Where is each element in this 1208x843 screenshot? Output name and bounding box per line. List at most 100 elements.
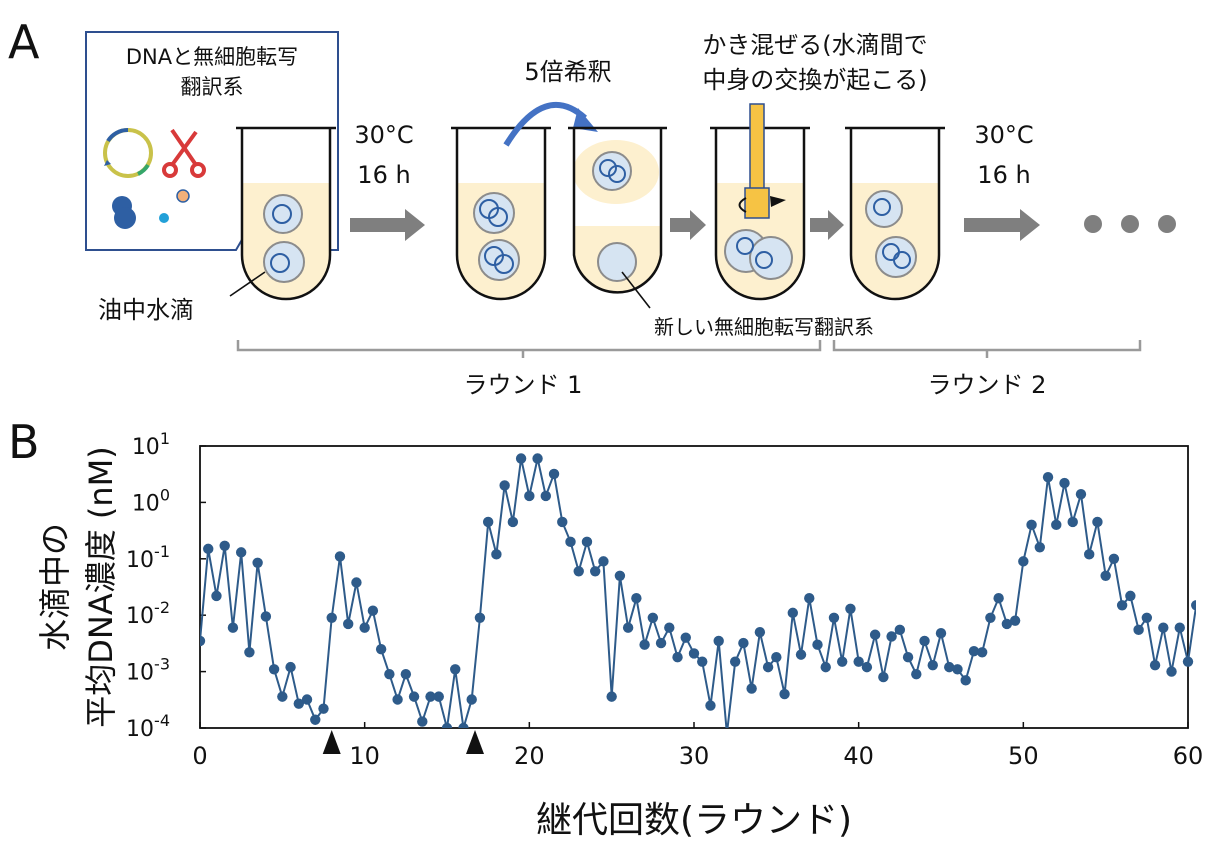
data-point <box>976 647 988 658</box>
data-point <box>540 490 551 502</box>
data-point <box>713 635 724 647</box>
data-point <box>458 722 469 728</box>
temp-label-2: 30°C <box>974 121 1033 149</box>
data-point <box>1100 570 1111 581</box>
y-axis-label-line1: 水滴中の <box>36 523 74 651</box>
data-point <box>935 627 947 639</box>
data-point <box>672 652 683 663</box>
x-tick-label: 0 <box>192 742 207 770</box>
plasmid-icon <box>103 127 153 178</box>
round1-label: ラウンド 1 <box>464 371 583 399</box>
data-point <box>771 652 782 663</box>
data-point <box>631 593 642 604</box>
data-point <box>573 566 584 577</box>
data-point <box>911 668 922 680</box>
y-tick-label: 100 <box>132 485 170 516</box>
data-point <box>1166 666 1177 677</box>
data-point <box>927 659 938 671</box>
data-point <box>598 556 609 567</box>
time-label-2: 16 h <box>977 161 1030 189</box>
data-point <box>1125 590 1136 602</box>
fresh-system-label: 新しい無細胞転写翻訳系 <box>654 315 874 339</box>
data-point <box>285 661 296 673</box>
tube-2 <box>451 126 551 301</box>
round2-bracket <box>832 340 1142 358</box>
data-point <box>260 611 272 622</box>
data-point <box>532 453 543 464</box>
temp-label-1: 30°C <box>354 121 413 149</box>
data-point <box>1075 488 1087 500</box>
callout-text-line2: 翻訳系 <box>181 75 244 99</box>
data-point <box>705 700 716 711</box>
data-point <box>425 691 436 702</box>
round2-label: ラウンド 2 <box>928 371 1047 399</box>
data-point <box>441 722 453 728</box>
data-point <box>993 593 1004 604</box>
triangle-marker <box>322 730 341 754</box>
dilution-arrowhead <box>573 108 598 132</box>
continuation-dots <box>1084 215 1176 233</box>
concentration-series <box>200 453 1196 728</box>
data-point <box>417 716 428 727</box>
data-point <box>1051 519 1062 531</box>
data-point <box>746 683 757 694</box>
x-tick-label: 30 <box>679 742 710 770</box>
ribosome-icon <box>176 189 190 203</box>
data-point <box>466 694 477 705</box>
data-point <box>557 516 568 528</box>
data-point <box>878 671 889 683</box>
data-point <box>812 639 823 650</box>
data-point <box>787 607 798 619</box>
data-point <box>1034 542 1046 553</box>
data-point <box>268 664 280 675</box>
data-point <box>1141 612 1153 623</box>
data-point <box>219 540 230 552</box>
droplet-label: 油中水滴 <box>98 296 194 324</box>
data-point <box>277 691 288 702</box>
small-molecule-icon <box>159 213 169 223</box>
data-point <box>779 688 790 700</box>
y-tick-label: 10-4 <box>126 711 170 742</box>
data-point <box>491 549 502 560</box>
data-point <box>482 516 494 528</box>
data-point <box>384 668 395 680</box>
data-point <box>861 661 873 673</box>
data-point <box>433 691 444 702</box>
data-point <box>804 593 815 604</box>
data-point <box>203 543 214 555</box>
data-point <box>952 664 963 675</box>
data-point <box>359 622 370 633</box>
data-point <box>235 547 247 558</box>
data-point <box>968 645 980 657</box>
data-point <box>392 694 403 705</box>
data-point <box>828 612 840 623</box>
data-point <box>367 605 379 616</box>
mixing-label-line1: かき混ぜる(水滴間で <box>702 31 927 59</box>
x-tick-label: 10 <box>349 742 380 770</box>
data-point <box>754 626 766 638</box>
data-point <box>1001 618 1013 630</box>
data-point <box>1158 622 1169 633</box>
data-point <box>655 637 667 649</box>
data-point <box>1059 477 1070 489</box>
data-point <box>697 656 708 667</box>
data-point <box>301 694 313 705</box>
process-arrow-2 <box>670 210 706 240</box>
time-label-1: 16 h <box>357 161 410 189</box>
data-point <box>1174 622 1185 633</box>
data-point <box>1018 556 1029 567</box>
data-point <box>960 675 971 686</box>
data-point <box>343 618 354 630</box>
data-point <box>1026 519 1037 531</box>
data-point <box>548 468 560 480</box>
mixing-label-line2: 中身の交換が起こる) <box>702 66 927 94</box>
data-point <box>869 629 881 640</box>
data-point <box>845 603 856 614</box>
data-point <box>252 557 263 568</box>
x-tick-label: 60 <box>1173 742 1204 770</box>
tube-5 <box>845 126 945 301</box>
data-point <box>886 631 897 642</box>
enzyme-icon <box>112 196 136 229</box>
